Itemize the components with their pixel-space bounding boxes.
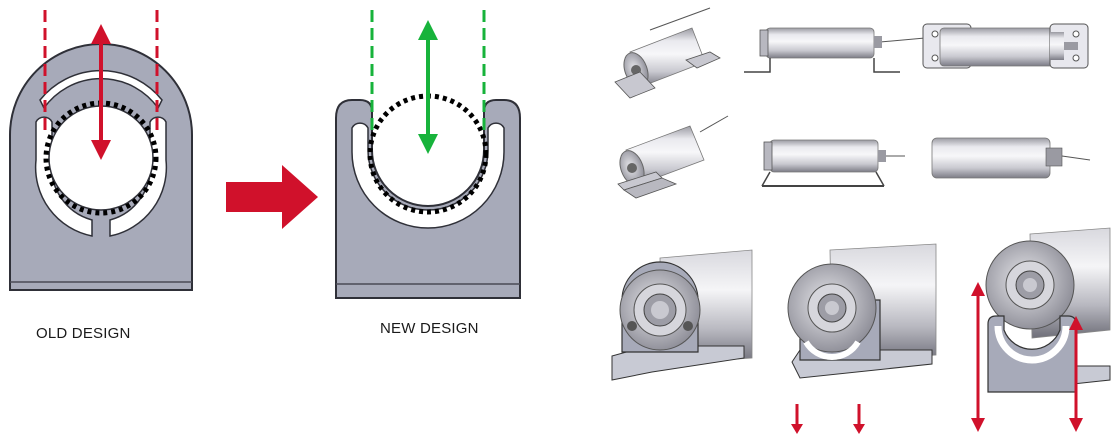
old-range-arrow-icon xyxy=(91,24,111,160)
new-range-arrow-icon xyxy=(418,20,438,154)
lift-range-arrow-right-icon xyxy=(1069,316,1083,432)
render-iso-old xyxy=(614,7,721,99)
new-bracket-body xyxy=(335,99,521,299)
render-iso-new xyxy=(617,115,729,199)
closeup-lift-out xyxy=(971,227,1111,432)
render-side-old xyxy=(744,27,926,73)
new-design-bracket xyxy=(335,10,521,299)
new-design-caption: NEW DESIGN xyxy=(380,320,479,337)
lift-arrow-left-icon xyxy=(791,404,803,434)
closeup-new-mount xyxy=(787,243,937,434)
transition-right-arrow-icon xyxy=(226,165,318,229)
render-top-new xyxy=(931,137,1091,179)
lift-arrow-right-icon xyxy=(853,404,865,434)
render-top-old xyxy=(922,23,1089,69)
closeup-old-mount xyxy=(611,249,753,381)
old-design-bracket xyxy=(9,10,193,291)
old-design-caption: OLD DESIGN xyxy=(36,325,131,342)
render-side-new xyxy=(761,139,905,187)
lift-range-arrow-left-icon xyxy=(971,282,985,432)
new-u-slot xyxy=(351,122,505,229)
